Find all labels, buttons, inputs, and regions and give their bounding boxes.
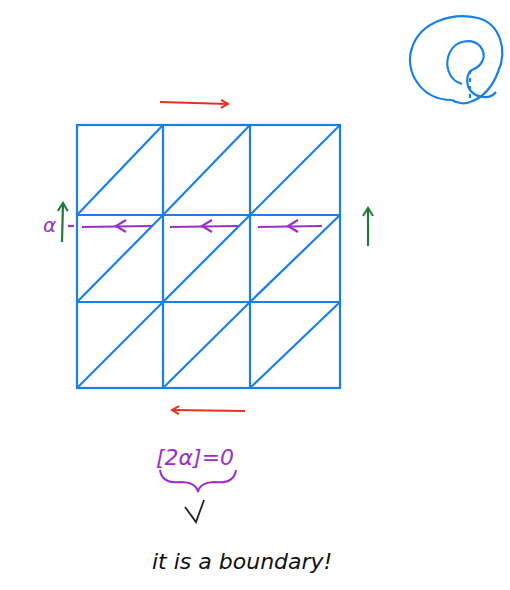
cycle-arrows bbox=[68, 220, 322, 232]
note-text: it is a boundary! bbox=[152, 550, 332, 574]
edge-direction-arrow bbox=[160, 102, 228, 104]
underbrace bbox=[160, 470, 236, 492]
edge-direction-arrow bbox=[367, 208, 369, 246]
triangulated-square bbox=[77, 125, 340, 388]
homology-equation: [2α]=0 bbox=[156, 446, 234, 470]
klein-bottle-sketch bbox=[410, 16, 502, 103]
cycle-label: α bbox=[43, 214, 56, 236]
edge-direction-arrow bbox=[62, 203, 63, 242]
check-mark bbox=[185, 500, 204, 522]
edge-direction-arrow bbox=[172, 410, 245, 411]
